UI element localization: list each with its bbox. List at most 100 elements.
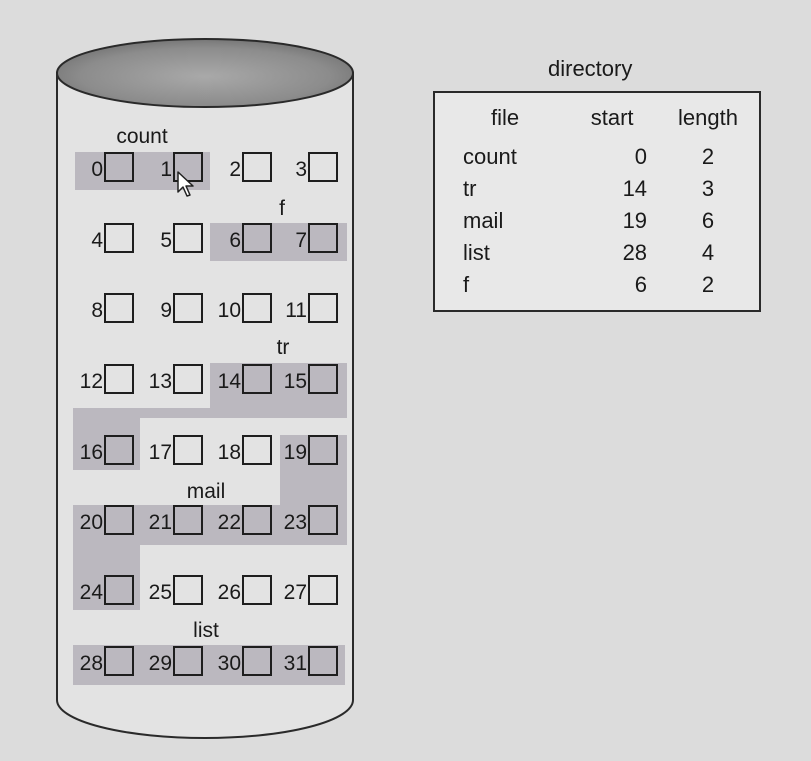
header-length: length <box>678 105 738 130</box>
disk-label-mail: mail <box>187 480 226 503</box>
disk-label-list: list <box>193 619 219 642</box>
block-number: 1 <box>160 158 172 181</box>
extent-mail <box>73 435 347 610</box>
block-square <box>242 435 272 465</box>
disk-block: 14 <box>218 364 272 394</box>
block-number: 26 <box>218 581 241 604</box>
block-number: 7 <box>295 229 307 252</box>
disk-block: 18 <box>218 435 272 465</box>
block-square <box>104 505 134 535</box>
disk-label-f: f <box>279 197 285 220</box>
block-number: 5 <box>160 229 172 252</box>
block-square <box>104 223 134 253</box>
mouse-cursor-icon <box>177 171 194 197</box>
block-square <box>242 223 272 253</box>
block-square <box>104 152 134 182</box>
disk-block: 10 <box>218 293 272 323</box>
disk-block: 22 <box>218 505 272 535</box>
table-row: tr 14 3 <box>463 173 759 205</box>
block-number: 23 <box>284 511 307 534</box>
disk-block: 12 <box>80 364 134 394</box>
cell-file: mail <box>463 208 504 233</box>
block-square <box>242 293 272 323</box>
disk-block: 8 <box>91 293 134 323</box>
extent-f <box>210 223 347 261</box>
block-number: 30 <box>218 652 241 675</box>
block-number: 4 <box>91 229 103 252</box>
cell-start: 19 <box>622 208 648 233</box>
block-square <box>104 575 134 605</box>
directory-title: directory <box>548 56 633 81</box>
disk-block: 0 <box>91 152 134 182</box>
block-number: 22 <box>218 511 241 534</box>
disk-block: 28 <box>80 646 134 676</box>
block-square <box>173 293 203 323</box>
block-number: 14 <box>218 370 242 393</box>
cell-length: 2 <box>701 272 715 297</box>
block-square <box>242 575 272 605</box>
block-square <box>308 575 338 605</box>
block-number: 27 <box>284 581 307 604</box>
block-number: 18 <box>218 441 241 464</box>
cell-file: list <box>463 240 490 265</box>
disk-block: 2 <box>229 152 272 182</box>
disk-block: 15 <box>284 364 338 394</box>
disk-block: 16 <box>80 435 134 465</box>
block-square <box>104 435 134 465</box>
block-square <box>173 223 203 253</box>
block-square <box>104 293 134 323</box>
block-square <box>104 646 134 676</box>
block-square <box>173 575 203 605</box>
file-extent-highlights <box>73 152 347 685</box>
block-square <box>308 152 338 182</box>
cell-start: 28 <box>622 240 648 265</box>
disk-block: 5 <box>160 223 203 253</box>
disk-block: 26 <box>218 575 272 605</box>
block-square <box>308 223 338 253</box>
directory-header-row: file start length <box>463 105 759 141</box>
disk-block: 23 <box>284 505 338 535</box>
directory-table-box: file start length count 0 2 tr 14 3 mail… <box>433 91 761 312</box>
disk-block: 30 <box>218 646 272 676</box>
block-number: 25 <box>149 581 172 604</box>
disk-block: 17 <box>149 435 203 465</box>
cell-length: 3 <box>701 176 715 201</box>
disk-block: 11 <box>285 293 338 323</box>
block-square <box>173 646 203 676</box>
block-number: 24 <box>80 581 104 604</box>
table-row: mail 19 6 <box>463 205 759 237</box>
cell-length: 4 <box>701 240 715 265</box>
header-start: start <box>590 105 634 130</box>
disk-block: 29 <box>149 646 203 676</box>
disk-block: 31 <box>284 646 338 676</box>
block-number: 20 <box>80 511 103 534</box>
disk-block: 3 <box>295 152 338 182</box>
block-number: 12 <box>80 370 103 393</box>
table-row: f 6 2 <box>463 269 759 301</box>
disk-block: 6 <box>229 223 272 253</box>
cell-length: 6 <box>701 208 715 233</box>
disk-block: 24 <box>80 575 134 605</box>
block-number: 19 <box>284 441 307 464</box>
block-number: 29 <box>149 652 172 675</box>
disk-top <box>56 38 354 108</box>
cell-file: f <box>463 272 470 297</box>
block-square <box>308 293 338 323</box>
block-number: 31 <box>284 652 307 675</box>
table-row: count 0 2 <box>463 141 759 173</box>
block-square <box>308 435 338 465</box>
block-square <box>308 505 338 535</box>
directory-table: file start length count 0 2 tr 14 3 mail… <box>463 105 759 301</box>
disk-block: 9 <box>160 293 203 323</box>
cell-file: count <box>463 144 517 169</box>
disk-label-count: count <box>116 125 168 148</box>
block-number: 15 <box>284 370 307 393</box>
block-square <box>242 505 272 535</box>
disk-block: 25 <box>149 575 203 605</box>
block-square <box>308 646 338 676</box>
block-number: 16 <box>80 441 103 464</box>
block-number: 21 <box>149 511 172 534</box>
disk-block: 21 <box>149 505 203 535</box>
disk-block: 7 <box>295 223 338 253</box>
